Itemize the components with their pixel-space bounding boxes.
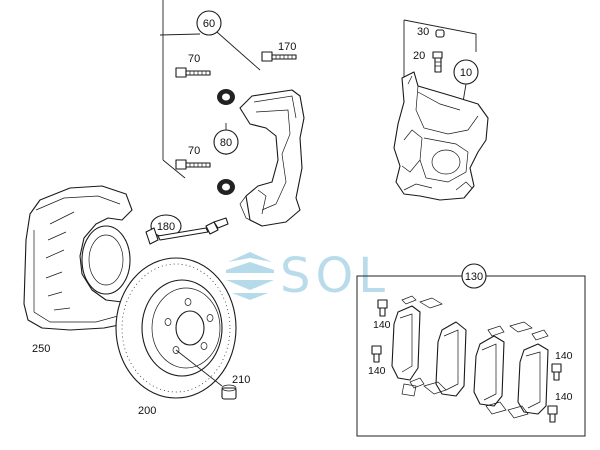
caliper-housing	[393, 71, 489, 201]
callout-label: 130	[465, 271, 483, 283]
callout-label: 30	[417, 26, 429, 38]
bleeder-valve-20: 20	[413, 50, 443, 73]
bolt-170: 170	[261, 41, 297, 62]
callout-80: 80	[213, 129, 239, 155]
callout-label: 140	[373, 319, 391, 331]
brake-pad-1	[391, 295, 425, 389]
dust-shield-250: 250	[23, 185, 133, 355]
callout-label: 10	[460, 67, 472, 79]
screw-210: 210	[221, 374, 250, 400]
disc-bolt-holes	[164, 298, 214, 354]
caliper-bracket-group: 60 170 70 70	[159, 0, 305, 227]
leader-line-60b	[159, 33, 201, 36]
brake-pad-3	[473, 325, 507, 415]
callout-label: 200	[138, 405, 156, 417]
bolt-140-a: 140	[373, 299, 391, 331]
bolt-140-b: 140	[368, 345, 386, 377]
bleeder-cap-30: 30	[417, 26, 445, 38]
callout-label: 140	[555, 350, 573, 362]
callout-label: 70	[188, 145, 200, 157]
leader-line-210	[175, 349, 223, 387]
callout-label: 140	[555, 391, 573, 403]
bushing-upper	[217, 89, 235, 105]
brake-pad-2	[401, 297, 467, 397]
bushing-lower	[217, 179, 235, 195]
callout-label: 80	[220, 137, 232, 149]
bolt-140-c: 140	[551, 350, 573, 381]
brake-disc-200: 200	[115, 257, 237, 417]
callout-label: 140	[368, 365, 386, 377]
callout-label: 210	[232, 374, 250, 386]
callout-label: 180	[157, 221, 175, 233]
callout-label: 20	[413, 50, 425, 62]
callout-180: 180	[150, 214, 182, 238]
callout-label: 60	[203, 18, 215, 30]
callout-label: 250	[32, 343, 50, 355]
bolt-70-upper: 70	[175, 53, 211, 78]
leader-line-60	[208, 24, 261, 71]
brake-pad-kit-130: 130 140 140 140 140	[356, 263, 586, 437]
leader-line-70b	[162, 159, 186, 179]
caliper-bracket	[239, 89, 305, 227]
callout-130: 130	[461, 263, 487, 289]
brake-pad-4	[507, 321, 549, 419]
bolt-70-lower: 70	[175, 145, 211, 170]
caliper-leader-top	[403, 19, 477, 52]
bolt-140-d: 140	[547, 391, 573, 423]
wear-sensor-180: 180	[145, 214, 229, 245]
watermark-emblem-icon	[226, 252, 274, 300]
callout-label: 70	[188, 53, 200, 65]
callout-label: 170	[278, 41, 296, 53]
caliper-housing-group: 30 20 10	[393, 19, 489, 201]
callout-60: 60	[196, 10, 222, 36]
callout-10: 10	[453, 59, 479, 85]
